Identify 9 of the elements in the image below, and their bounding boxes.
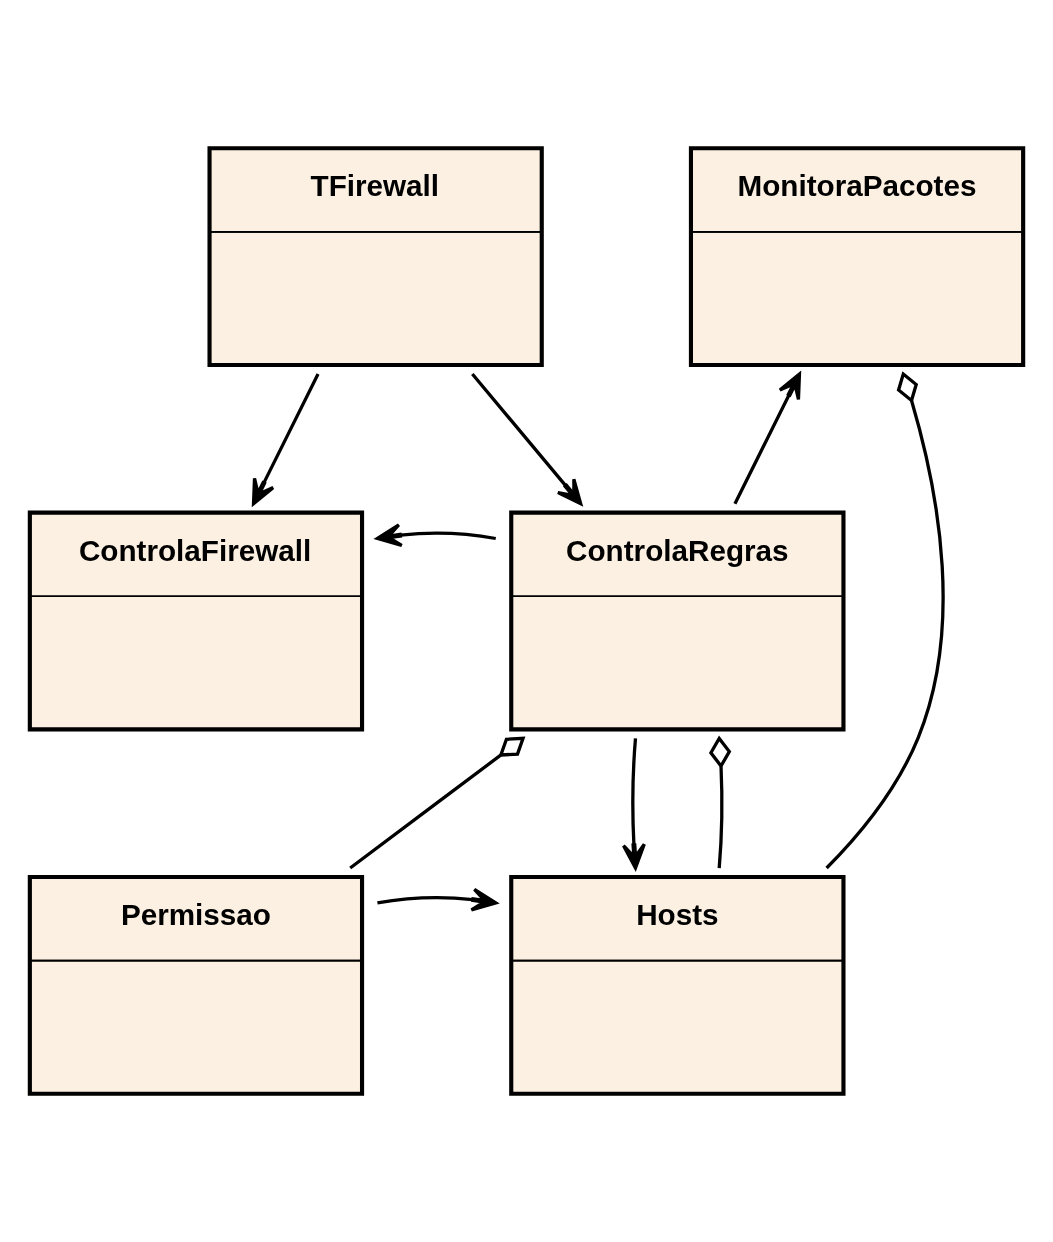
connector [708, 735, 732, 869]
arrow [471, 372, 583, 506]
arrow [375, 523, 497, 548]
connector [825, 371, 945, 870]
arrow [251, 373, 320, 506]
arrow [621, 738, 646, 870]
arrow [733, 372, 802, 505]
connector [349, 736, 526, 870]
arrow [377, 887, 498, 912]
